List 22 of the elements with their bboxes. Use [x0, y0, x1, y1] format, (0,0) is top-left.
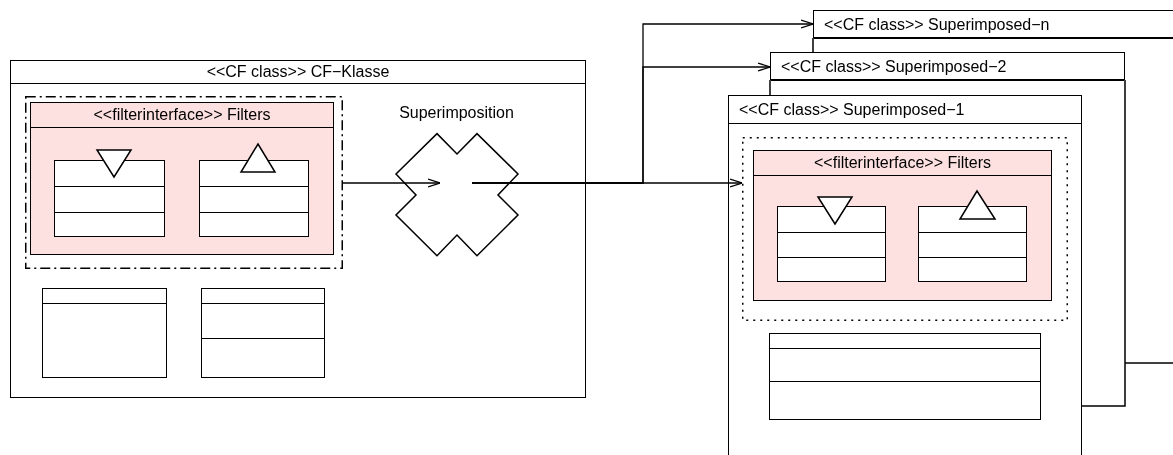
interface-box [30, 102, 334, 255]
class-title: <<CF class>> Superimposed−n [814, 11, 1173, 39]
arrow [342, 178, 441, 188]
class-box [776, 205, 886, 282]
class-box [41, 287, 167, 378]
package-frame [24, 95, 343, 269]
class-title: <<CF class>> CF−Klasse [11, 61, 585, 84]
class-title: <<CF class>> Superimposed−2 [771, 53, 1124, 81]
class-box [53, 159, 165, 237]
arrow [471, 19, 814, 184]
class-title: <<CF class>> Superimposed−1 [729, 96, 1081, 124]
class-box [768, 332, 1041, 420]
superimposition-symbol [395, 103, 518, 256]
class-box [198, 159, 309, 237]
class-box [200, 287, 325, 378]
interface-box [753, 150, 1052, 301]
package-frame [741, 136, 1068, 321]
class-box [10, 60, 586, 398]
symbol-label: Superimposition [398, 103, 515, 122]
class-title: <<filterinterface>> Filters [754, 151, 1051, 176]
class-title: <<filterinterface>> Filters [31, 103, 333, 128]
class-box [728, 95, 1082, 455]
